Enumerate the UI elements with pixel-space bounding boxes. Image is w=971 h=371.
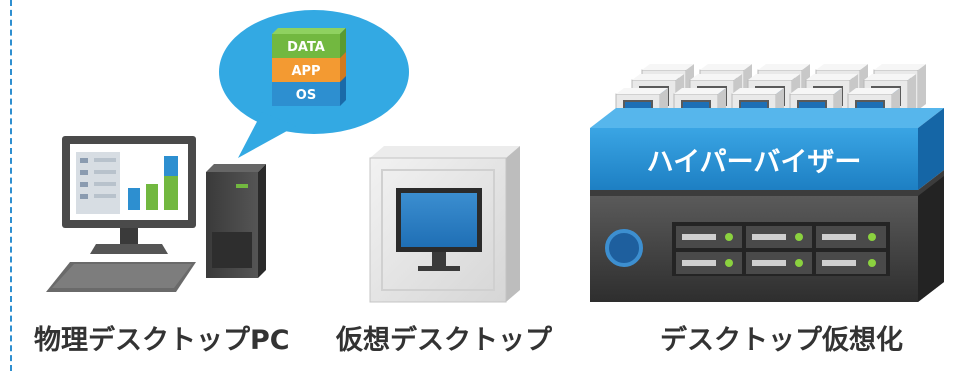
software-stack: DATA APP OS — [272, 28, 346, 106]
app-layer — [272, 58, 340, 82]
virtual-desktop-illustration — [369, 146, 520, 303]
caption-virtual-desktop: 仮想デスクトップ — [336, 325, 552, 356]
os-layer — [272, 82, 340, 106]
hypervisor-layer: ハイパーバイザー — [590, 108, 944, 190]
caption-physical-pc: 物理デスクトップPC — [34, 325, 290, 356]
dashed-divider — [10, 0, 12, 371]
drive-bays — [672, 222, 890, 276]
server — [590, 170, 944, 302]
desktop-virtualization-illustration: ハイパーバイザー — [590, 63, 944, 302]
monitor — [62, 136, 196, 254]
caption-desktop-virtualization: デスクトップ仮想化 — [660, 325, 903, 356]
data-layer-label: DATA — [287, 40, 325, 55]
pc-tower — [206, 164, 266, 278]
physical-pc-illustration: DATA APP OS — [46, 10, 409, 292]
data-layer — [272, 34, 340, 58]
app-layer-label: APP — [291, 64, 320, 79]
hypervisor-label: ハイパーバイザー — [647, 147, 862, 178]
os-layer-label: OS — [296, 88, 316, 103]
power-button — [605, 229, 643, 267]
